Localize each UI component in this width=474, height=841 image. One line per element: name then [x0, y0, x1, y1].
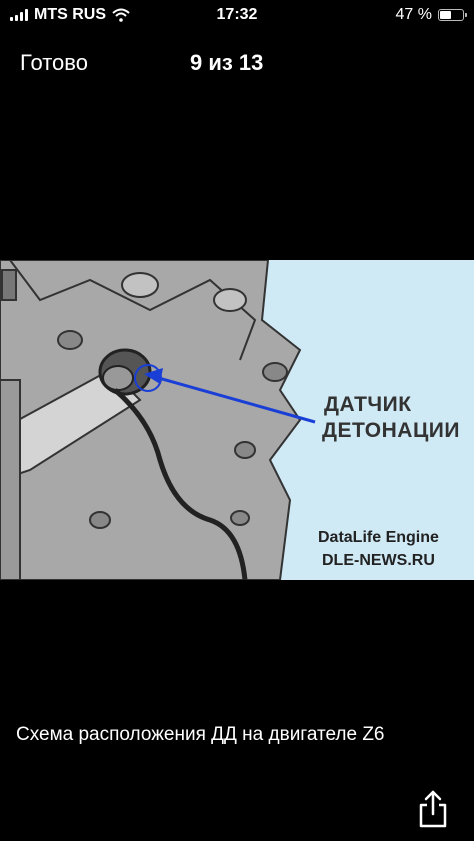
signal-bars-icon [10, 9, 28, 21]
share-icon[interactable] [416, 788, 450, 828]
image-counter: 9 из 13 [190, 50, 264, 75]
status-bar: MTS RUS 17:32 47 % [0, 0, 474, 32]
engine-photo: ДАТЧИК ДЕТОНАЦИИ DataLife Engine DLE-NEW… [0, 260, 474, 580]
status-time: 17:32 [216, 6, 258, 23]
status-left: MTS RUS [10, 6, 130, 24]
sensor-label-line1: ДАТЧИК [324, 393, 412, 416]
done-button[interactable]: Готово [20, 50, 88, 75]
carrier-name: MTS RUS [34, 6, 106, 23]
engine-diagram [0, 260, 474, 580]
sensor-label-line2: ДЕТОНАЦИИ [322, 419, 460, 442]
watermark-line2: DLE-NEWS.RU [322, 552, 435, 569]
battery-icon [438, 9, 467, 21]
wifi-icon [112, 8, 130, 22]
image-caption: Схема расположения ДД на двигателе Z6 [16, 724, 385, 745]
battery-percent: 47 % [395, 6, 432, 23]
status-right: 47 % [395, 6, 467, 24]
watermark-line1: DataLife Engine [318, 529, 439, 546]
